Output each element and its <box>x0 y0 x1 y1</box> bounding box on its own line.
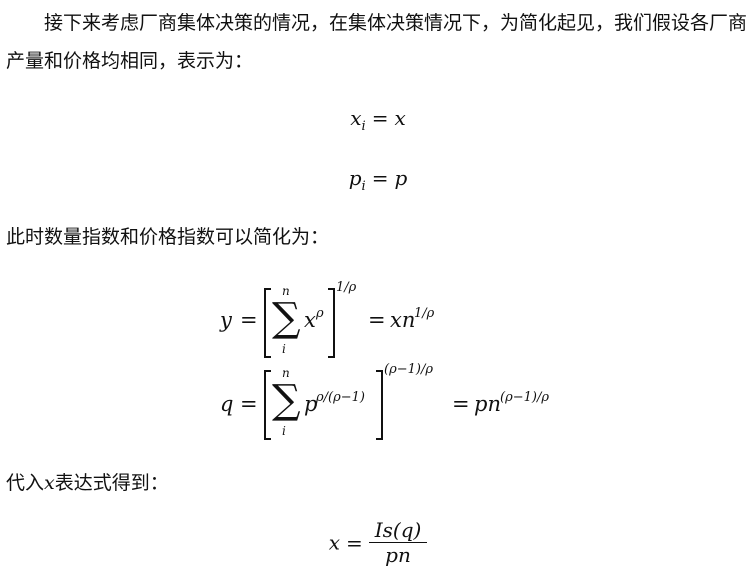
eq3-sigma: ∑ <box>272 295 301 341</box>
eq4-right-bracket <box>376 370 383 440</box>
eq4-rhs-sup: (ρ−1)/ρ <box>500 390 549 405</box>
eq5-denominator: pn <box>385 543 411 567</box>
eq4-equals: = <box>240 392 258 416</box>
paragraph-substitute-head: 代入 <box>6 472 45 494</box>
eq1-equals: = <box>371 106 389 130</box>
eq3-sum-bottom: i <box>282 342 286 356</box>
paragraph-intro: 接下来考虑厂商集体决策的情况，在集体决策情况下，为简化起见，我们假设各厂商产量和… <box>6 12 748 72</box>
eq2-lhs: p <box>348 166 362 190</box>
equation-x-solution: x=Is(q)pn <box>0 518 756 567</box>
paragraph-substitute-var: x <box>44 472 55 494</box>
eq5-numerator: Is(q) <box>368 518 428 543</box>
eq3-equals-2: = <box>368 308 386 332</box>
eq4-rhs-base: pn <box>474 392 501 416</box>
eq2-equals: = <box>371 166 389 190</box>
eq4-sum-top: n <box>282 366 290 380</box>
paragraph-substitute: 代入x表达式得到： <box>6 464 752 502</box>
eq2-lhs-sub: i <box>361 179 366 194</box>
paragraph-substitute-tail: 表达式得到： <box>54 472 169 494</box>
eq4-left-bracket <box>264 370 271 440</box>
eq3-right-bracket <box>328 288 335 358</box>
eq4-term-sup: ρ/(ρ−1) <box>316 390 365 405</box>
eq4-outer-sup: (ρ−1)/ρ <box>384 362 433 377</box>
eq1-lhs-sub: i <box>361 119 366 134</box>
eq3-rhs-sup: 1/ρ <box>414 306 435 321</box>
eq2-rhs: p <box>394 166 408 190</box>
eq3-term-sup: ρ <box>316 306 324 321</box>
eq3-term: x <box>304 308 316 332</box>
equation-price-index: q = n ∑ i p ρ/(ρ−1) (ρ−1)/ρ = pn (ρ−1)/ρ <box>220 362 580 440</box>
eq3-rhs-base: xn <box>390 308 416 332</box>
eq3-equals: = <box>240 308 258 332</box>
eq4-sum-bottom: i <box>282 424 286 438</box>
eq5-lhs: x <box>328 530 340 555</box>
eq4-sigma: ∑ <box>272 377 301 423</box>
eq5-equals: = <box>345 530 363 555</box>
equation-p-i: pi=p <box>0 166 756 194</box>
eq3-left-bracket <box>264 288 271 358</box>
equation-quantity-index: y = n ∑ i x ρ 1/ρ = xn 1/ρ <box>220 280 460 358</box>
eq1-lhs: x <box>350 106 362 130</box>
eq3-lhs: y <box>220 308 232 332</box>
eq5-fraction: Is(q)pn <box>368 518 428 567</box>
eq1-rhs: x <box>394 106 406 130</box>
eq4-lhs: q <box>220 392 234 416</box>
eq3-outer-sup: 1/ρ <box>336 280 357 295</box>
eq4-term: p <box>304 392 318 416</box>
equation-x-i: xi=x <box>0 106 756 134</box>
paragraph-index: 此时数量指数和价格指数可以简化为： <box>6 226 330 248</box>
eq4-equals-2: = <box>452 392 470 416</box>
eq3-sum-top: n <box>282 284 290 298</box>
